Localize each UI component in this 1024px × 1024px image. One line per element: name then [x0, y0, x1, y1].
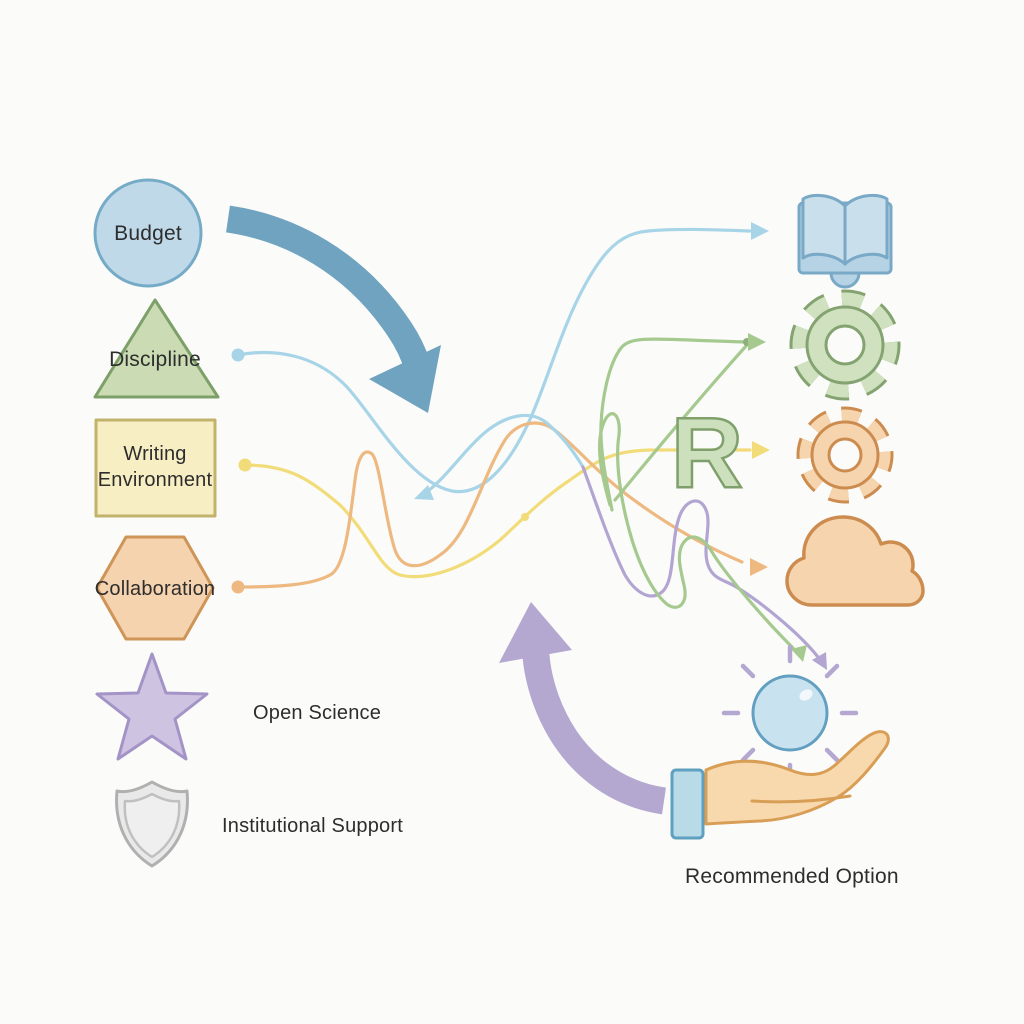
thick-blue-arrow-head — [369, 345, 441, 413]
gear-green-icon — [789, 289, 901, 401]
line-discipline-dot — [231, 348, 245, 362]
line-meander-blue-arrowhead — [414, 485, 434, 500]
gear-orange-icon — [796, 406, 894, 504]
discipline-node-triangle — [93, 298, 220, 399]
line-green-to-gear-diagonal — [613, 344, 748, 502]
line-green-to-sphere — [597, 412, 795, 650]
line-discipline-to-book — [236, 227, 752, 494]
collaboration-node-hexagon — [95, 535, 215, 641]
line-discipline-arrowhead — [751, 222, 769, 240]
line-meander-blue-part — [423, 413, 585, 495]
hand-icon — [704, 730, 890, 826]
r-letter: R — [671, 397, 743, 509]
open-science-label: Open Science — [253, 702, 382, 724]
line-collaboration-arrowhead — [750, 558, 768, 576]
recommended-option-group — [670, 644, 890, 840]
line-green-sphere-arrowhead — [791, 645, 807, 662]
line-writing-env-to-gear — [243, 448, 752, 579]
discipline-label: Discipline — [109, 348, 201, 371]
line-meander-purple-arrowhead — [812, 652, 827, 670]
thick-purple-arrow-body — [522, 653, 667, 815]
line-collaboration-to-cloud — [236, 421, 744, 589]
line-writing-env-middot — [521, 513, 529, 521]
writing-environment-label: Writing Environment — [97, 443, 213, 491]
budget-node-circle — [93, 178, 203, 288]
institutional-support-shield-inner — [123, 792, 181, 859]
line-collaboration-dot — [231, 580, 245, 594]
line-writing-env-arrowhead — [752, 441, 770, 459]
thick-purple-arrow-head — [499, 602, 572, 663]
recommended-option-label: Recommended Option — [685, 865, 899, 888]
institutional-support-label: Institutional Support — [222, 815, 403, 837]
cuff-icon — [670, 768, 705, 840]
line-green-to-gear-vertical — [599, 337, 750, 512]
budget-label: Budget — [114, 222, 182, 245]
book-icon — [797, 193, 893, 289]
sphere-rays-icon — [721, 644, 859, 781]
line-writing-env-dot — [238, 458, 252, 472]
sphere-icon — [751, 674, 829, 752]
cloud-icon — [785, 515, 925, 607]
thick-blue-arrow-body — [225, 205, 430, 370]
collaboration-label: Collaboration — [94, 578, 216, 600]
line-green-gear-arrowhead — [748, 333, 766, 351]
open-science-node-star — [95, 652, 209, 761]
writing-environment-node-rectangle — [94, 418, 217, 518]
